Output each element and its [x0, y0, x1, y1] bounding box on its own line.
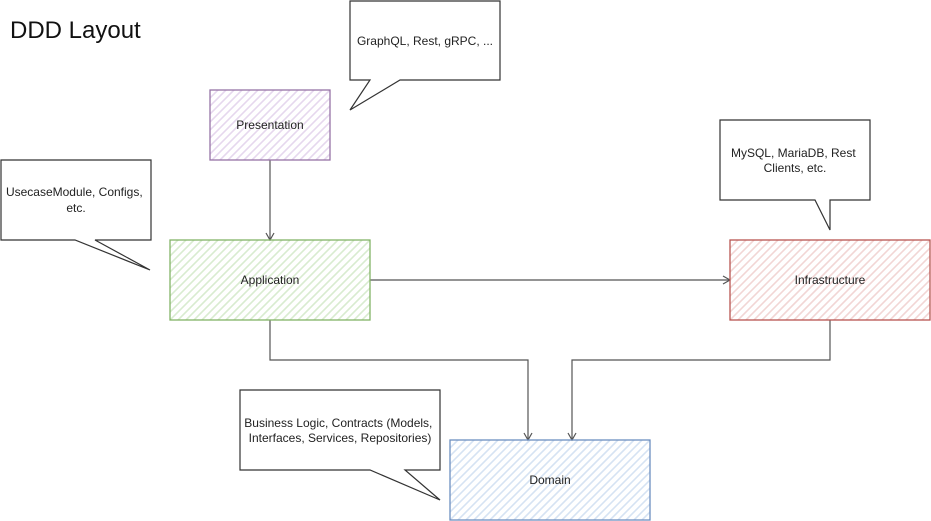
callout-presentation-note-line-1: GraphQL, Rest, gRPC, ... — [357, 34, 493, 48]
callouts-layer: GraphQL, Rest, gRPC, ... UsecaseModule, … — [0, 0, 871, 501]
node-infrastructure-label: Infrastructure — [795, 273, 866, 287]
callout-domain-note-line-2: Interfaces, Services, Repositories) — [249, 431, 432, 445]
edges-layer — [265, 160, 831, 442]
node-presentation-outline — [209, 89, 331, 161]
node-presentation[interactable]: Presentation — [140, 89, 466, 161]
node-infrastructure-hatch — [730, 240, 930, 320]
callout-presentation-note: GraphQL, Rest, gRPC, ... — [349, 0, 501, 111]
nodes-layer: Presentation Application Infrastructure … — [90, 89, 931, 521]
callout-infrastructure-note: MySQL, MariaDB, Rest Clients, etc. — [719, 119, 871, 231]
node-application[interactable]: Application — [90, 239, 522, 321]
callout-infrastructure-note-line-2: Clients, etc. — [764, 161, 827, 175]
callout-domain-note-line-1: Business Logic, Contracts (Models, — [244, 416, 432, 430]
diagram-title: DDD Layout — [10, 17, 141, 44]
callout-infrastructure-note-line-1: MySQL, MariaDB, Rest — [731, 146, 856, 160]
callout-application-note-line-1: UsecaseModule, Configs, — [6, 185, 143, 199]
node-application-outline — [169, 239, 371, 321]
callout-application-note: UsecaseModule, Configs, etc. — [0, 159, 152, 271]
callout-application-note-line-2: etc. — [66, 201, 85, 215]
svg-text:GraphQL, Rest, gRPC, ...: GraphQL, Rest, gRPC, ... — [357, 34, 493, 48]
node-domain-hatch — [450, 440, 650, 520]
node-domain-label: Domain — [529, 473, 570, 487]
node-infrastructure-outline — [729, 239, 931, 321]
edge-application-to-domain — [269, 320, 533, 442]
node-presentation-label: Presentation — [236, 118, 303, 132]
node-application-label: Application — [241, 273, 300, 287]
svg-text:Business Logic, Contracts (Mod: Business Logic, Contracts (Models, Inter… — [244, 416, 435, 445]
node-application-hatch — [170, 240, 370, 320]
node-domain-outline — [449, 439, 651, 521]
svg-text:UsecaseModule, Configs,: UsecaseModule, Configs, etc. — [6, 185, 146, 215]
svg-text:MySQL, MariaDB, Rest: MySQL, MariaDB, Rest Clients, etc. — [731, 146, 859, 175]
node-presentation-hatch — [210, 90, 330, 160]
node-domain[interactable]: Domain — [370, 439, 802, 521]
callout-domain-note: Business Logic, Contracts (Models, Inter… — [239, 389, 441, 501]
node-infrastructure[interactable]: Infrastructure — [650, 239, 931, 321]
edge-infrastructure-to-domain — [567, 320, 831, 442]
